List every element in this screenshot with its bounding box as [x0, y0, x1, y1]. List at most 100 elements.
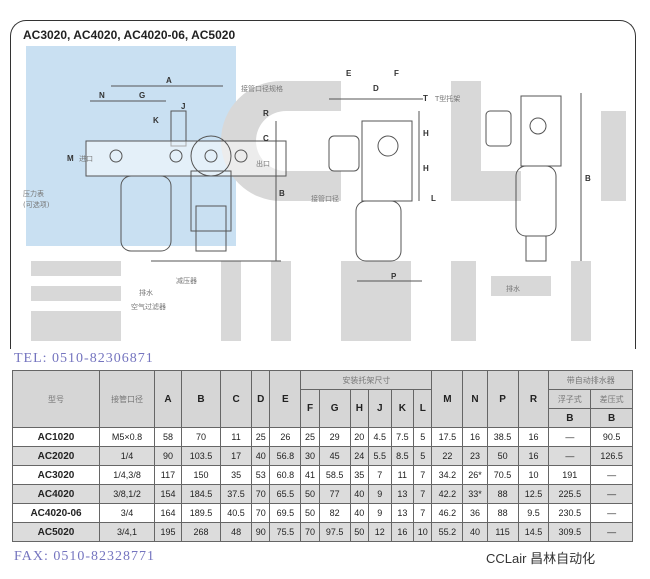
- value-cell: M5×0.8: [99, 427, 156, 447]
- value-cell: 3/8,1/2: [99, 484, 156, 504]
- dim-p: P: [391, 272, 397, 281]
- header-model: 型号: [11, 370, 101, 428]
- value-cell: 38.5: [486, 427, 519, 447]
- value-cell: 60.8: [269, 465, 302, 485]
- value-cell: 70: [251, 484, 271, 504]
- value-cell: 17: [220, 446, 253, 466]
- value-cell: 126.5: [590, 446, 633, 466]
- header-g: G: [318, 389, 351, 428]
- value-cell: 7.5: [390, 427, 415, 447]
- value-cell: —: [548, 427, 592, 447]
- value-cell: 82: [318, 503, 351, 523]
- header-diff-type: 差压式: [590, 389, 633, 409]
- value-cell: 69.5: [269, 503, 302, 523]
- middle-unit-drawing: [328, 98, 423, 282]
- value-cell: 46.2: [431, 503, 464, 523]
- value-cell: 1/4: [99, 446, 156, 466]
- value-cell: 40: [462, 522, 488, 542]
- header-a: A: [154, 370, 182, 428]
- dim-b-right: B: [585, 174, 591, 183]
- value-cell: 189.5: [180, 503, 222, 523]
- value-cell: 5: [413, 446, 433, 466]
- value-cell: 13: [390, 484, 415, 504]
- value-cell: 13: [390, 503, 415, 523]
- header-f: F: [300, 389, 320, 428]
- header-d: D: [251, 370, 271, 428]
- value-cell: 50: [300, 503, 320, 523]
- value-cell: 40.5: [220, 503, 253, 523]
- value-cell: 40: [349, 484, 370, 504]
- label-regulator: 减压器: [176, 276, 197, 285]
- value-cell: 25: [251, 427, 271, 447]
- model-cell: AC3020: [11, 465, 101, 485]
- label-inlet: 进口: [79, 155, 93, 163]
- value-cell: 14.5: [517, 522, 550, 542]
- header-k: K: [390, 389, 415, 428]
- value-cell: 90.5: [590, 427, 633, 447]
- dim-j: J: [181, 102, 185, 111]
- label-drain-right: 排水: [506, 284, 520, 293]
- value-cell: 5: [413, 427, 433, 447]
- value-cell: 9: [368, 503, 392, 523]
- value-cell: 48: [220, 522, 253, 542]
- value-cell: 50: [300, 484, 320, 504]
- header-n: N: [462, 370, 488, 428]
- header-h: H: [349, 389, 370, 428]
- drawing-title: AC3020, AC4020, AC4020-06, AC5020: [23, 28, 236, 42]
- value-cell: 10: [517, 465, 550, 485]
- value-cell: 11: [390, 465, 415, 485]
- label-pressure-gauge: 压力表: [23, 189, 44, 198]
- value-cell: 55.2: [431, 522, 464, 542]
- header-float-type: 浮子式: [548, 389, 592, 409]
- model-cell: AC4020: [11, 484, 101, 504]
- label-air-filter: 空气过滤器: [131, 302, 166, 311]
- dim-m: M: [67, 154, 74, 163]
- value-cell: 17.5: [431, 427, 464, 447]
- value-cell: 41: [300, 465, 320, 485]
- value-cell: 1/4,3/8: [99, 465, 156, 485]
- label-drain: 排水: [139, 288, 153, 297]
- value-cell: 7: [413, 465, 433, 485]
- value-cell: 103.5: [180, 446, 222, 466]
- value-cell: 33*: [462, 484, 488, 504]
- dim-n: N: [99, 91, 105, 100]
- value-cell: 7: [413, 484, 433, 504]
- value-cell: 225.5: [548, 484, 592, 504]
- value-cell: 35: [349, 465, 370, 485]
- value-cell: 50: [349, 522, 370, 542]
- value-cell: 65.5: [269, 484, 302, 504]
- value-cell: 115: [486, 522, 519, 542]
- value-cell: 88: [486, 503, 519, 523]
- value-cell: 11: [220, 427, 253, 447]
- label-t-bracket: T型托架: [434, 94, 460, 103]
- model-cell: AC5020: [11, 522, 101, 542]
- dim-d: D: [373, 84, 379, 93]
- header-l: L: [413, 389, 433, 428]
- left-unit-drawing: [85, 85, 287, 262]
- header-c: C: [220, 370, 253, 428]
- header-port: 接管口径: [99, 370, 156, 428]
- value-cell: 184.5: [180, 484, 222, 504]
- value-cell: 9: [368, 484, 392, 504]
- header-r: R: [517, 370, 550, 428]
- value-cell: 7: [413, 503, 433, 523]
- value-cell: 154: [154, 484, 182, 504]
- value-cell: 70: [180, 427, 222, 447]
- model-cell: AC2020: [11, 446, 101, 466]
- dim-k: K: [153, 116, 159, 125]
- value-cell: 4.5: [368, 427, 392, 447]
- value-cell: 90: [251, 522, 271, 542]
- header-b: B: [180, 370, 222, 428]
- dim-h2: H: [423, 164, 429, 173]
- spec-table: 型号 接管口径 A B C D E 安装托架尺寸 M N P R 带自动排水器 …: [11, 370, 633, 542]
- value-cell: 268: [180, 522, 222, 542]
- value-cell: 56.8: [269, 446, 302, 466]
- value-cell: 16: [390, 522, 415, 542]
- value-cell: 34.2: [431, 465, 464, 485]
- value-cell: 8.5: [390, 446, 415, 466]
- value-cell: 164: [154, 503, 182, 523]
- dim-b: B: [279, 189, 285, 198]
